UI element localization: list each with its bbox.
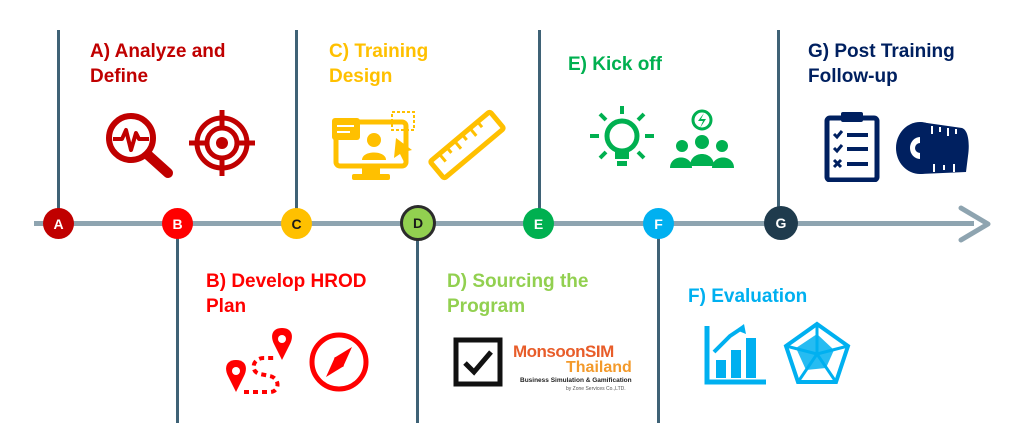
team-idea-icon <box>670 109 734 168</box>
node-d: D <box>400 205 436 241</box>
node-b: B <box>162 208 193 239</box>
target-icon <box>189 110 255 176</box>
monsoonsim-logo-company: by Zone Services Co.,LTD. <box>566 386 626 392</box>
connector-b <box>176 238 179 423</box>
node-f: F <box>643 208 674 239</box>
checkbox-icon <box>453 337 503 387</box>
node-g-letter: G <box>775 215 787 231</box>
connector-e <box>538 30 541 210</box>
connector-a <box>57 30 60 210</box>
monsoonsim-logo-tagline: Business Simulation & Gamification <box>520 377 632 384</box>
route-pins-icon <box>226 328 292 394</box>
compass-icon <box>309 332 369 392</box>
node-a: A <box>43 208 74 239</box>
monsoonsim-logo-region: Thailand <box>566 359 632 376</box>
node-e-letter: E <box>533 215 544 232</box>
step-e-title: E) Kick off <box>568 54 662 75</box>
node-c: C <box>281 208 312 239</box>
checklist-clipboard-icon <box>824 112 880 182</box>
step-a-title: A) Analyze and Define <box>90 41 226 87</box>
step-b-title: B) Develop HROD Plan <box>206 271 367 317</box>
step-g-title: G) Post Training Follow-up <box>808 41 955 87</box>
axis-arrowhead <box>958 205 991 243</box>
connector-d <box>416 238 419 423</box>
node-b-letter: B <box>172 215 183 232</box>
node-f-letter: F <box>654 215 663 232</box>
lightbulb-icon <box>590 106 654 166</box>
node-e: E <box>523 208 554 239</box>
bar-chart-growth-icon <box>704 324 766 385</box>
measuring-tape-icon <box>896 122 969 174</box>
monitor-presentation-icon <box>332 111 415 180</box>
connector-c <box>295 30 298 210</box>
node-c-letter: C <box>291 215 302 232</box>
step-c-title: C) Training Design <box>329 41 429 87</box>
magnifier-pulse-icon <box>106 113 173 178</box>
node-d-letter: D <box>412 215 424 231</box>
step-f-title: F) Evaluation <box>688 286 808 307</box>
node-a-letter: A <box>53 215 64 232</box>
ruler-icon <box>428 109 506 181</box>
connector-g <box>777 30 780 210</box>
node-g: G <box>764 206 798 240</box>
connector-f <box>657 238 660 423</box>
timeline-axis <box>34 221 974 226</box>
step-d-title: D) Sourcing the Program <box>447 271 589 317</box>
monsoonsim-logo-name: MonsoonSIM <box>513 342 614 361</box>
radar-chart-icon <box>783 321 851 384</box>
